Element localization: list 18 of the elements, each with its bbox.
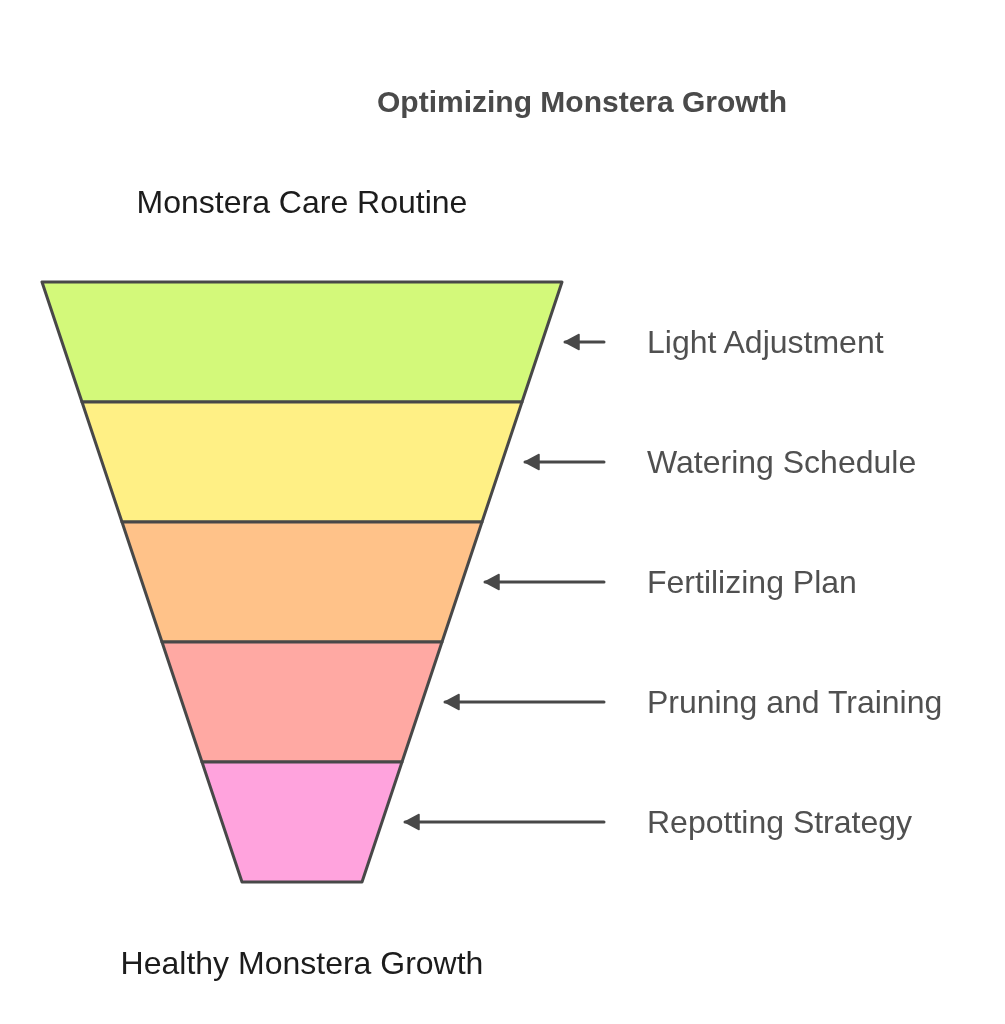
arrow: [443, 693, 606, 711]
step-label: Pruning and Training: [647, 680, 943, 724]
arrow: [483, 573, 606, 591]
step-label: Light Adjustment: [647, 320, 884, 364]
funnel-band: [42, 282, 562, 402]
funnel-band: [82, 402, 522, 522]
funnel-caption: Monstera Care Routine: [136, 183, 468, 222]
step-label: Fertilizing Plan: [647, 560, 857, 604]
funnel-band: [162, 642, 442, 762]
funnel-caption: Healthy Monstera Growth: [120, 944, 484, 983]
step-label: Watering Schedule: [647, 440, 917, 484]
arrow: [403, 813, 606, 831]
step-label: Repotting Strategy: [647, 800, 913, 844]
arrow: [563, 333, 606, 351]
funnel-band: [122, 522, 482, 642]
arrow: [523, 453, 606, 471]
funnel-band: [202, 762, 402, 882]
diagram-title: Optimizing Monstera Growth: [377, 84, 787, 120]
